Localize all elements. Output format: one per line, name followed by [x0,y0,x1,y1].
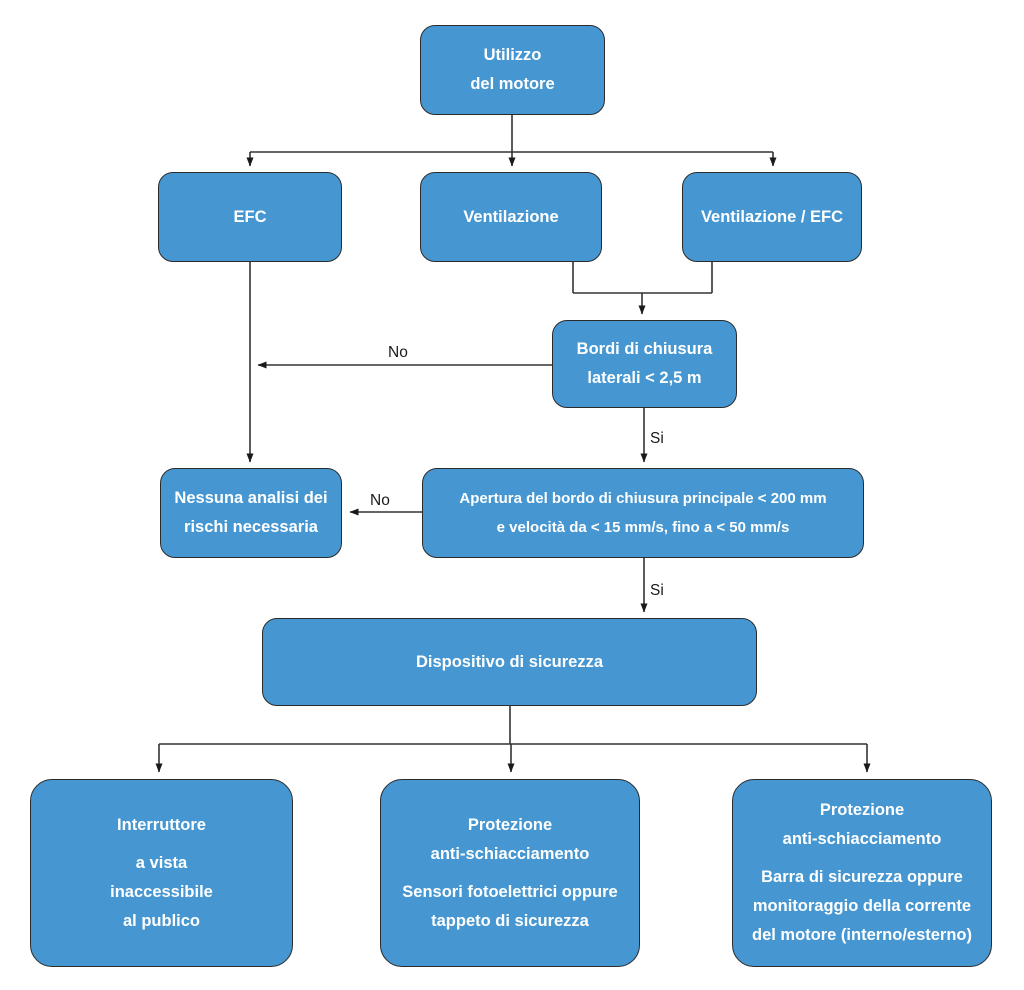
node-interruttore: Interruttore a vista inaccessibile al pu… [30,779,293,967]
edge-label-si-bordi: Si [650,430,664,447]
node-label: Protezione anti-schiacciamento [782,801,942,848]
node-label: Sensori fotoelettrici oppure tappeto di … [402,882,618,930]
edge-label-si-apertura: Si [650,582,664,599]
node-ventilazione-efc: Ventilazione / EFC [682,172,862,262]
node-label: Interruttore [117,815,206,834]
node-dispositivo-sicurezza: Dispositivo di sicurezza [262,618,757,706]
edge-label-no-apertura: No [370,492,390,509]
node-ventilazione: Ventilazione [420,172,602,262]
node-protezione-sensori: Protezione anti-schiacciamento Sensori f… [380,779,640,967]
node-label: Ventilazione [463,207,559,226]
node-label: EFC [233,207,267,226]
node-label: Bordi di chiusura laterali < 2,5 m [576,340,713,387]
node-label: Apertura del bordo di chiusura principal… [459,490,827,536]
node-label: Utilizzo del motore [470,46,555,93]
edge-label-no-bordi: No [388,344,408,361]
node-efc: EFC [158,172,342,262]
node-label: Barra di sicurezza oppure monitoraggio d… [751,868,973,944]
node-label: Dispositivo di sicurezza [415,652,604,671]
node-label: Nessuna analisi dei rischi necessaria [174,489,328,536]
node-label: Ventilazione / EFC [700,207,844,226]
node-label: Protezione anti-schiacciamento [430,815,590,863]
node-apertura-bordo: Apertura del bordo di chiusura principal… [422,468,864,558]
node-nessuna-analisi: Nessuna analisi dei rischi necessaria [160,468,342,558]
node-protezione-barra: Protezione anti-schiacciamento Barra di … [732,779,992,967]
node-bordi-di-chiusura: Bordi di chiusura laterali < 2,5 m [552,320,737,408]
node-utilizzo-del-motore: Utilizzo del motore [420,25,605,115]
node-label: a vista inaccessibile al publico [110,853,213,930]
